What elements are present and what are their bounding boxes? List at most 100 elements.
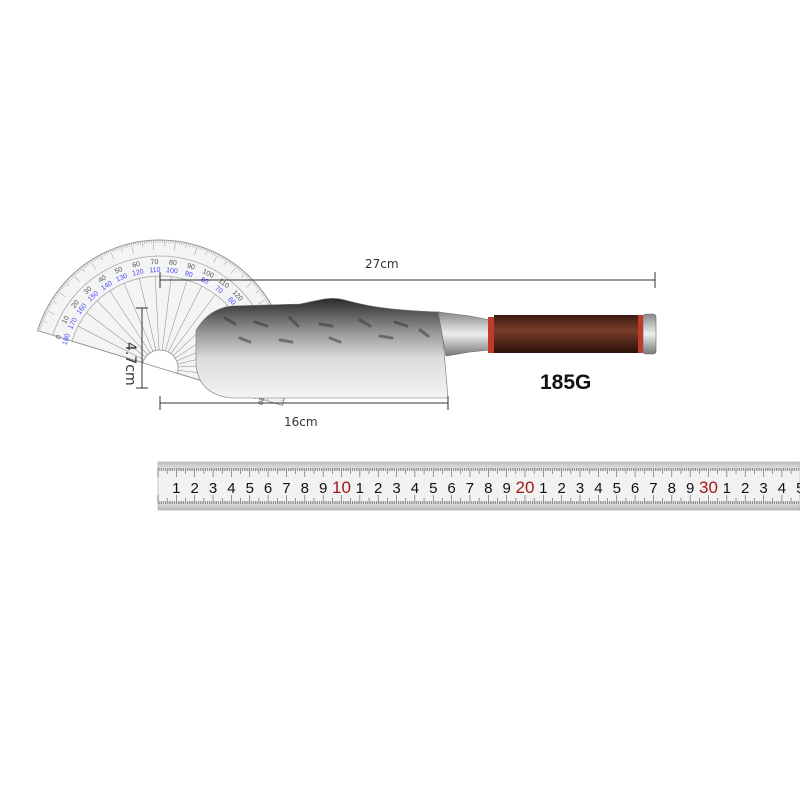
protractor-tick [224,258,227,261]
protractor-tick [105,251,108,255]
protractor-tick [63,283,66,287]
protractor-tick [51,299,57,304]
protractor-ray [97,300,148,356]
protractor-tick [72,274,80,282]
protractor-tick [224,259,229,265]
protractor-tick [194,244,196,248]
ruler-label: 2 [374,480,382,497]
protractor-tick [183,242,185,246]
protractor-tick [45,309,55,315]
protractor-tick [246,280,254,288]
protractor-outer-label: 100 [201,268,215,280]
protractor-tick [267,301,270,304]
protractor-ray [77,326,145,361]
protractor-tick [170,240,172,244]
protractor-tick [64,282,70,287]
protractor-tick [153,240,155,251]
protractor-ray [170,294,216,354]
protractor-tick [164,240,165,247]
protractor-tick [99,254,103,261]
protractor-tick [91,259,94,263]
ruler-label: 7 [282,480,290,497]
protractor-tick [168,240,170,244]
protractor-tick [53,296,57,299]
protractor-tick [69,277,72,280]
ruler-label: 5 [246,480,254,497]
protractor-tick [93,258,96,261]
protractor-tick [57,290,66,298]
ruler-label: 7 [466,480,474,497]
protractor-tick [172,240,174,244]
protractor-tick [230,265,238,274]
protractor-outer-label: 80 [169,259,178,267]
protractor-tick [255,285,259,288]
weight-label: 185G [540,371,591,394]
ruler-label: 1 [172,480,180,497]
protractor-tick [41,319,47,323]
ruler-label: 9 [686,480,694,497]
protractor-inner-label: 130 [115,273,129,284]
protractor-tick [241,271,245,274]
handle-ring [488,317,494,353]
protractor-tick [148,240,150,244]
protractor-tick [84,264,87,268]
protractor-tick [189,243,192,247]
protractor-tick [254,283,257,287]
protractor-tick [265,299,269,302]
ruler-label: 5 [796,480,800,497]
protractor-tick [128,243,131,247]
protractor-tick [281,397,285,400]
ruler-label: 6 [264,480,272,497]
protractor-tick [146,240,148,244]
ruler-label: 20 [516,478,535,497]
protractor-tick [161,240,163,244]
protractor-tick [88,261,91,265]
protractor-tick [124,244,126,248]
protractor-outer-label: 10 [61,315,71,325]
ruler-label: 9 [319,480,327,497]
protractor-ray [123,283,154,352]
protractor-tick [44,311,48,314]
protractor-outer-label: 90 [186,263,196,272]
knife-blade [195,298,449,399]
knife-bolster [437,311,491,357]
protractor-tick [79,268,82,272]
protractor-tick [258,298,268,304]
protractor-tick [133,242,135,246]
protractor-tick [252,282,256,285]
protractor-tick [111,249,114,253]
protractor-tick [40,321,44,324]
protractor-tick [38,326,42,328]
protractor-inner-label: 90 [184,270,194,279]
protractor-inner-label: 110 [149,267,161,275]
protractor-tick [212,251,215,255]
ruler-label: 2 [741,480,749,497]
protractor-tick [246,275,250,279]
protractor-ray [161,276,172,351]
protractor-tick [166,240,167,244]
knife-handle [494,315,640,353]
protractor-outer-label: 40 [97,274,107,284]
protractor-tick [208,250,211,254]
protractor-tick [97,255,100,259]
protractor-tick [39,323,43,326]
protractor-inner-label: 80 [199,276,209,286]
ruler-label: 1 [723,480,731,497]
protractor-tick [177,241,179,245]
protractor-tick [49,303,52,306]
protractor-tick [187,243,190,247]
protractor-tick [80,266,86,273]
protractor-tick [37,330,48,334]
protractor-tick [205,249,209,255]
protractor-tick [231,263,234,266]
ruler-label: 2 [558,480,566,497]
protractor-tick [263,296,267,299]
protractor-tick [174,240,176,251]
protractor-tick [113,248,116,252]
ruler-label: 3 [576,480,584,497]
protractor-tick [229,261,232,265]
protractor-tick [75,271,79,274]
ruler-label: 3 [392,480,400,497]
protractor-tick [52,298,56,301]
ruler-label: 5 [429,480,437,497]
